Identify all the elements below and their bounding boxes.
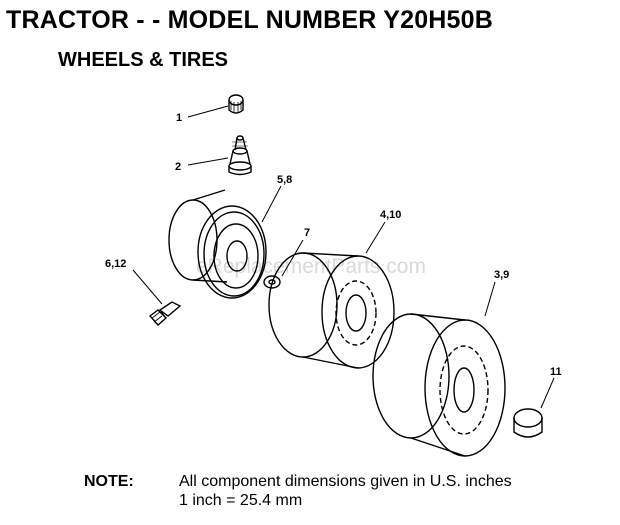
callout-1: 1 <box>176 112 182 124</box>
callout-4-10: 4,10 <box>380 209 401 221</box>
front-tire-part <box>268 252 395 369</box>
callout-7: 7 <box>304 227 310 239</box>
valve-stem-part <box>228 135 252 176</box>
hub-cap-part <box>513 408 543 438</box>
wheel-rim-part <box>168 189 267 299</box>
callout-6-12: 6,12 <box>105 258 126 270</box>
rear-tire-part <box>372 313 506 457</box>
callout-3-9: 3,9 <box>494 269 509 281</box>
callout-11: 11 <box>550 366 562 378</box>
valve-cap-part <box>228 94 244 114</box>
callout-5-8: 5,8 <box>277 174 292 186</box>
page-title: TRACTOR - - MODEL NUMBER Y20H50B <box>6 6 494 34</box>
note-label: NOTE: <box>84 473 134 490</box>
watermark: eReplacementParts.com <box>196 255 426 278</box>
section-subtitle: WHEELS & TIRES <box>58 49 229 71</box>
note-line-1: All component dimensions given in U.S. i… <box>179 473 512 490</box>
callout-2: 2 <box>175 161 181 173</box>
note-line-2: 1 inch = 25.4 mm <box>179 492 303 509</box>
leader-lines <box>132 105 555 409</box>
lug-bolt-part <box>148 301 182 326</box>
